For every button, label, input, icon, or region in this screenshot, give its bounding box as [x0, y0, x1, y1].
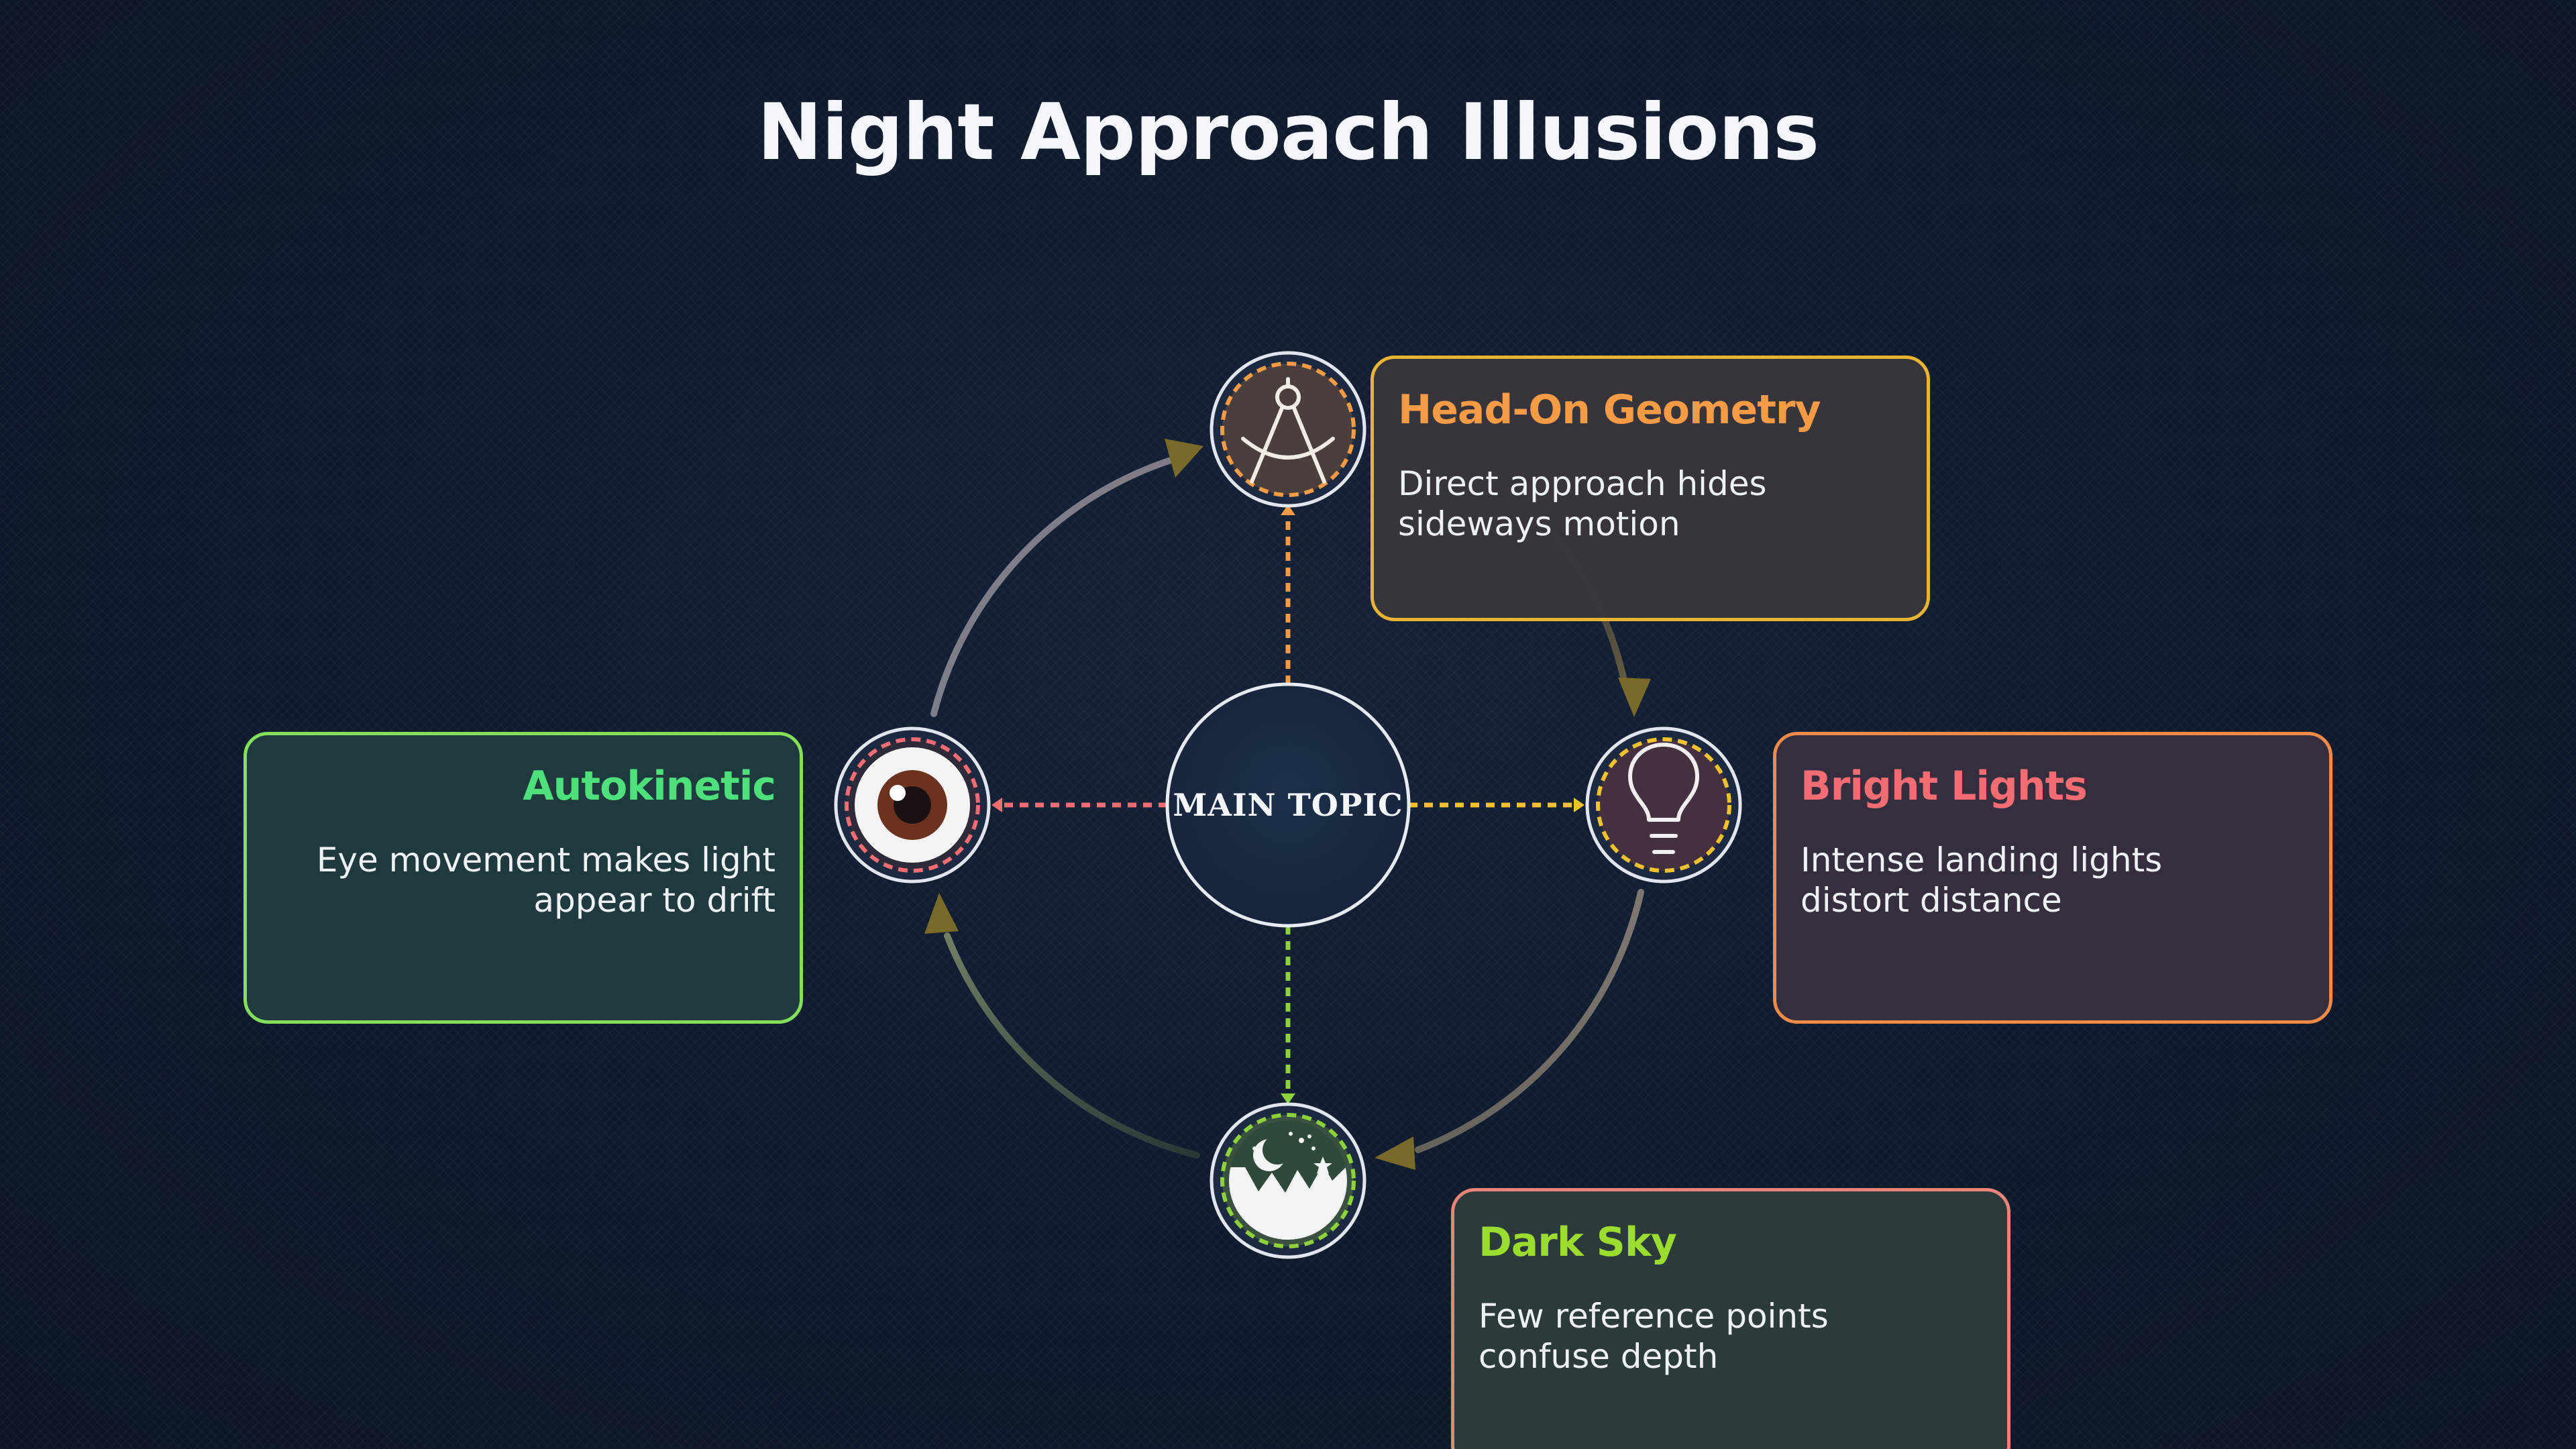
card-bright-lights: Bright Lights Intense landing lights dis… — [1773, 732, 2332, 1024]
node-bright[interactable] — [1585, 727, 1742, 883]
main-topic-label: MAIN TOPIC — [1173, 787, 1403, 823]
connector-bottom-arrow — [1281, 1093, 1295, 1104]
card-title: Bright Lights — [1801, 763, 2088, 810]
card-description: Intense landing lights distort distance — [1801, 841, 2163, 920]
main-topic-node[interactable]: MAIN TOPIC — [1165, 682, 1411, 928]
card-description: Few reference points confuse depth — [1479, 1297, 1829, 1376]
cycle-arc-bottom-to-left — [944, 932, 1200, 1159]
night-mountain-icon — [1229, 1120, 1347, 1240]
lightbulb-icon — [1628, 743, 1699, 854]
node-head-on[interactable] — [1210, 351, 1366, 508]
arrow-head-left — [924, 893, 959, 934]
connector-top-arrow — [1281, 504, 1295, 515]
card-title: Head-On Geometry — [1398, 386, 1821, 433]
card-title: Dark Sky — [1479, 1219, 1677, 1266]
node-auto[interactable] — [834, 727, 991, 883]
card-description: Eye movement makes light appear to drift — [316, 841, 775, 920]
connector-right-arrow — [1574, 798, 1585, 812]
eye-icon — [855, 747, 970, 863]
compass-icon — [1241, 377, 1335, 484]
arrow-head-top — [1165, 439, 1203, 478]
card-dark-sky: Dark Sky Few reference points confuse de… — [1451, 1188, 2010, 1449]
card-autokinetic: Autokinetic Eye movement makes light app… — [244, 732, 803, 1024]
card-title: Autokinetic — [523, 763, 776, 810]
card-description: Direct approach hides sideways motion — [1398, 464, 1767, 543]
arrow-head-right — [1618, 678, 1651, 717]
arrow-head-bottom — [1375, 1136, 1415, 1170]
connector-left-arrow — [991, 798, 1002, 812]
page-title: Night Approach Illusions — [757, 87, 1819, 178]
card-head-on-geometry: Head-On Geometry Direct approach hides s… — [1371, 356, 1930, 621]
node-dark[interactable] — [1210, 1102, 1366, 1259]
cycle-arc-left-to-top — [930, 452, 1189, 717]
cycle-arc-right-to-bottom — [1415, 889, 1644, 1153]
